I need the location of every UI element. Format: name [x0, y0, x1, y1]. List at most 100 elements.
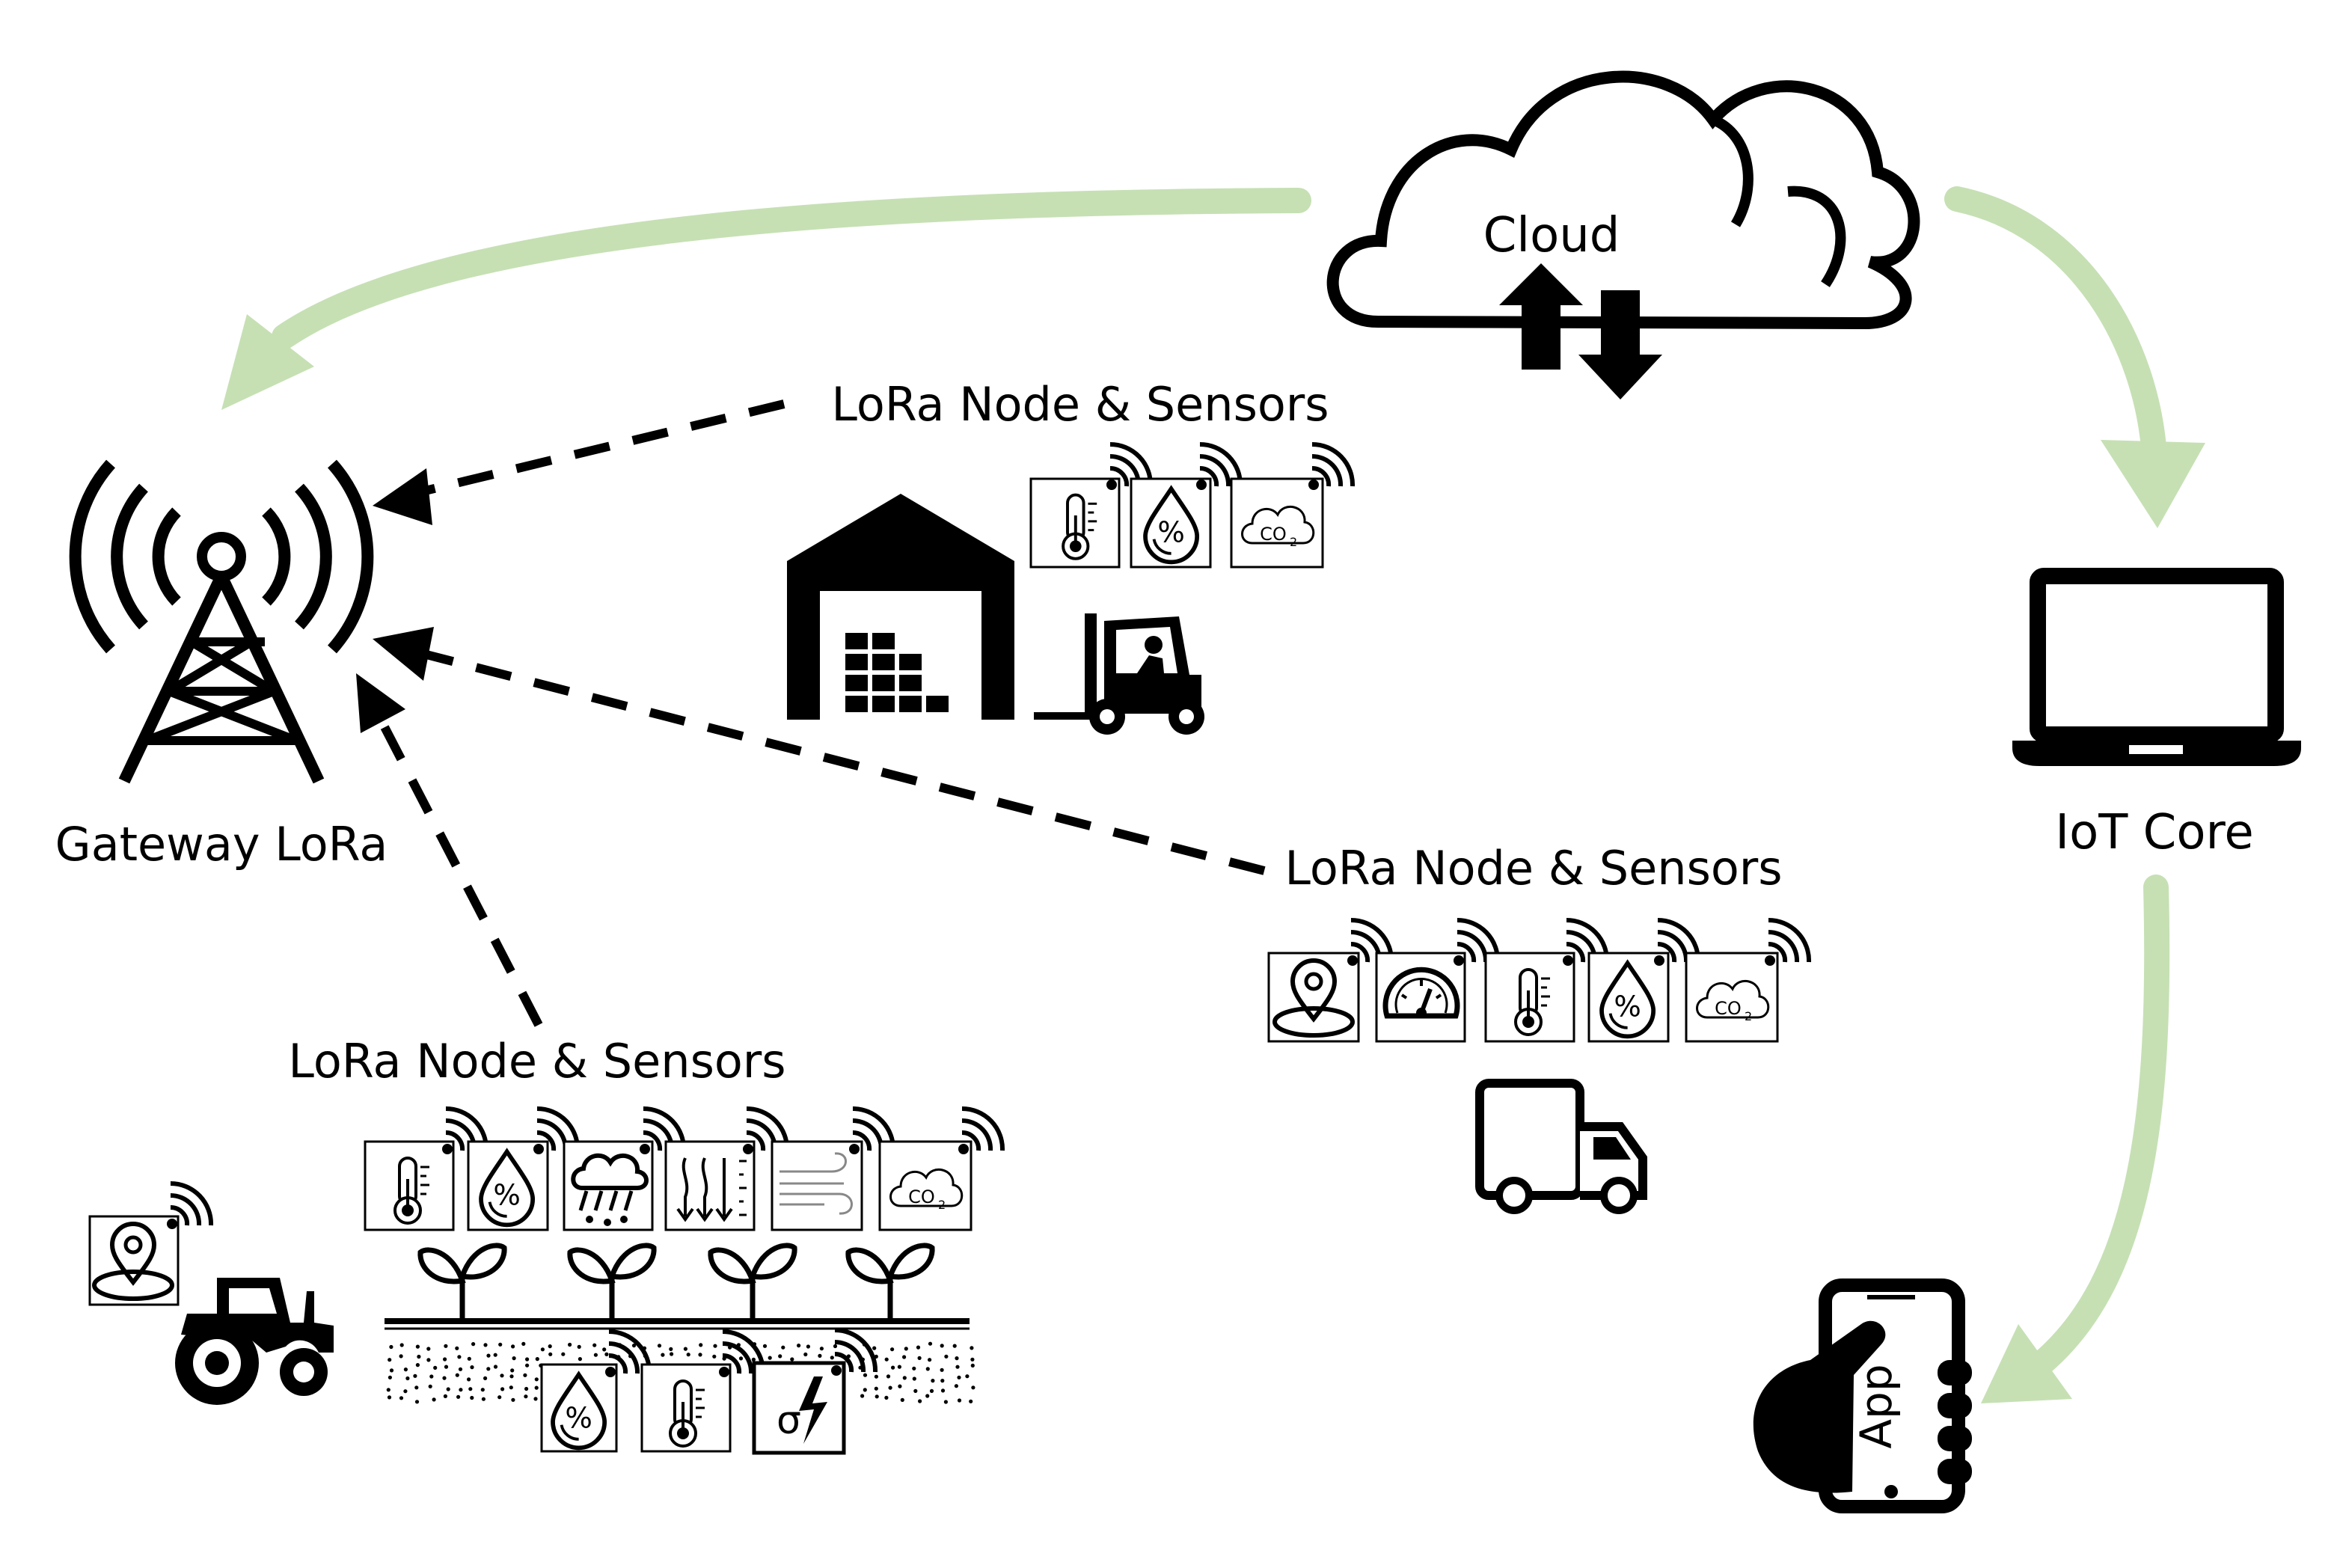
truck-sensor-thermometer: [1484, 920, 1607, 1043]
soil-dot: [955, 1365, 960, 1369]
field-sensor-rain: [563, 1109, 684, 1231]
soil-dot: [902, 1355, 907, 1359]
soil-dot: [925, 1367, 930, 1371]
soil-dot: [818, 1353, 822, 1358]
soil-dot: [916, 1345, 921, 1350]
soil-dot: [872, 1346, 877, 1350]
gateway-label: Gateway LoRa: [55, 817, 388, 872]
soil-dot: [957, 1398, 962, 1403]
soil-dot: [387, 1395, 392, 1400]
soil-dot: [399, 1396, 404, 1400]
delivery-truck-icon: [1475, 1079, 1647, 1214]
soil-dot: [525, 1363, 530, 1368]
soil-dot: [497, 1395, 502, 1400]
soil-dot: [874, 1374, 878, 1379]
soil-dot: [535, 1357, 539, 1362]
soil-dot: [568, 1342, 572, 1347]
soil-dot: [806, 1344, 810, 1349]
soil-dot: [686, 1353, 690, 1357]
soil-dot: [698, 1353, 702, 1357]
soil-dot: [886, 1374, 891, 1379]
soil-dot: [900, 1397, 904, 1402]
soil-dot: [500, 1373, 504, 1378]
truck-node-label: LoRa Node & Sensors: [1284, 841, 1782, 895]
soil-dot: [443, 1394, 448, 1398]
soil-dot: [510, 1368, 515, 1373]
soil-dot: [940, 1344, 944, 1348]
soil-dot: [483, 1343, 488, 1347]
soil-dot: [521, 1341, 526, 1346]
wifi-icon: [958, 1109, 1002, 1154]
soil-dot: [918, 1399, 922, 1403]
soil-dot: [524, 1394, 528, 1399]
field-node-label: LoRa Node & Sensors: [288, 1034, 785, 1088]
soil-dot: [389, 1344, 393, 1350]
soil-dot: [819, 1347, 824, 1351]
soil-dot: [548, 1352, 553, 1356]
soil-dot: [970, 1346, 974, 1350]
seedling-icon: [570, 1246, 654, 1318]
soil-dot: [534, 1377, 539, 1382]
soil-dot: [797, 1344, 801, 1348]
soil-dot: [415, 1363, 420, 1368]
soil-dot: [699, 1343, 703, 1347]
soil-dot: [884, 1357, 889, 1362]
soil-dot: [863, 1373, 868, 1377]
warehouse-sensor-thermometer: [1029, 444, 1151, 569]
soil-dot: [386, 1388, 390, 1392]
soil-dot: [657, 1344, 662, 1348]
soil-dot: [534, 1385, 539, 1390]
seedling-icon: [420, 1246, 504, 1318]
cloud-to-iot-core-arrow: [1944, 186, 2205, 528]
soil-dot: [957, 1375, 961, 1379]
soil-layer: [385, 1318, 975, 1404]
warehouse-icon: [787, 494, 1014, 720]
soil-dot: [432, 1397, 436, 1402]
soil-dot: [904, 1347, 908, 1351]
soil-dot: [413, 1373, 417, 1378]
soil-dot: [524, 1386, 529, 1391]
soil-dot: [928, 1358, 932, 1362]
warehouse-node-label: LoRa Node & Sensors: [831, 377, 1329, 432]
soil-dot: [389, 1368, 394, 1373]
soil-dot: [768, 1356, 772, 1360]
soil-dot: [458, 1367, 463, 1371]
soil-dot: [511, 1397, 515, 1402]
soil-dot: [433, 1365, 438, 1370]
soil-dot: [790, 1357, 794, 1362]
forklift-icon: [1034, 613, 1204, 735]
gateway-tower-icon: [69, 459, 374, 784]
soil-dot: [417, 1354, 421, 1359]
app-label: App: [1851, 1364, 1902, 1448]
truck-sensor-speed: [1375, 920, 1498, 1043]
soil-dot: [459, 1388, 463, 1392]
soil-dot: [944, 1354, 949, 1359]
soil-sensor-conductivity: σ: [752, 1330, 875, 1455]
svg-text:2: 2: [1745, 1009, 1752, 1023]
soil-dot: [405, 1376, 410, 1381]
soil-dot: [604, 1352, 609, 1356]
soil-dot: [751, 1357, 756, 1362]
soil-dot: [498, 1342, 503, 1347]
soil-dot: [830, 1356, 834, 1360]
soil-dot: [467, 1356, 471, 1361]
soil-dot: [970, 1357, 975, 1362]
soil-dot: [970, 1363, 975, 1368]
soil-dot: [470, 1395, 474, 1400]
seedling-icon: [711, 1246, 794, 1318]
soil-dot: [428, 1384, 432, 1388]
soil-dot: [480, 1388, 485, 1392]
soil-dot: [540, 1347, 545, 1352]
wifi-icon: [167, 1183, 211, 1229]
soil-dot: [712, 1354, 717, 1359]
soil-dot: [509, 1385, 513, 1390]
soil-dot: [470, 1365, 474, 1370]
soil-dot: [860, 1394, 865, 1398]
soil-dot: [426, 1358, 431, 1362]
svg-text:2: 2: [938, 1198, 946, 1212]
soil-dot: [399, 1354, 403, 1359]
soil-dot: [670, 1352, 674, 1356]
soil-dot: [511, 1344, 515, 1349]
soil-dot: [738, 1356, 744, 1361]
